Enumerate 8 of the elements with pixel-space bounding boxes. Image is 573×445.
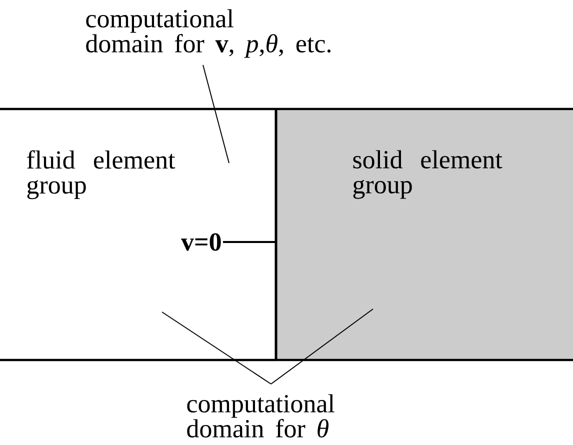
leader-line [223,241,276,243]
label-text: computational domain for θ [187,394,334,438]
label-text: v=0 [180,233,221,251]
label-text: computational domain for v, p,θ, etc. [86,9,331,58]
leader-line [202,64,230,164]
solid-region: solid element group [274,108,573,362]
leader-line [270,308,374,384]
leader-line [162,312,272,384]
